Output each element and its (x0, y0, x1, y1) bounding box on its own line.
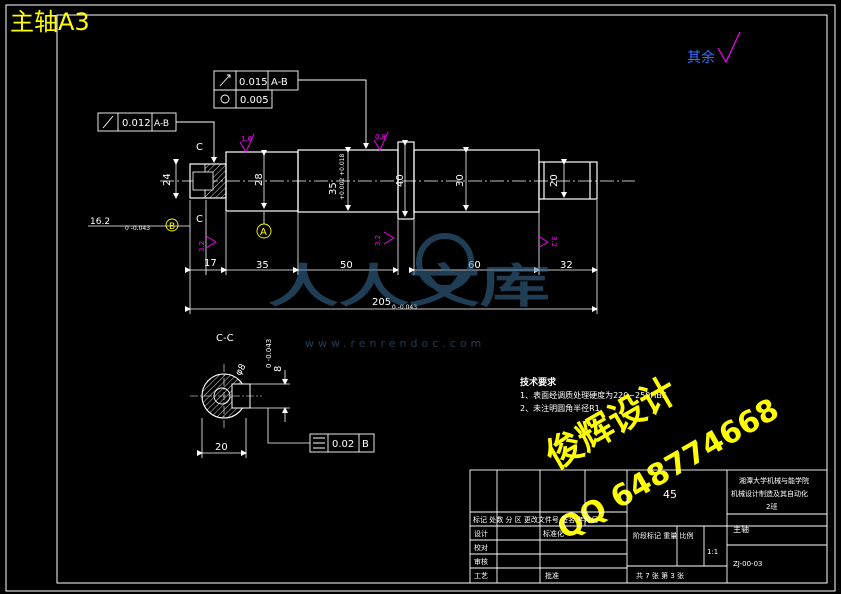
tech-heading: 技术要求 (520, 376, 557, 388)
tb-sheets: 共 7 张 第 3 张 (636, 571, 684, 580)
tb-row-headers: 标记 处数 分 区 更改文件号 签名 年月日 (473, 515, 598, 524)
tol-runout-b-datum: A-B (154, 119, 169, 129)
section-mark-bottom: C (196, 214, 203, 225)
tb-school2: 机械设计制造及其自动化 (731, 489, 808, 498)
tb-standardize: 标准化 (543, 529, 564, 538)
dim-d40: 40 (395, 174, 406, 187)
tol-runout-a-value: 0.015 (239, 77, 268, 88)
tol-cylindricity-value: 0.005 (240, 95, 269, 106)
dim-l17: 17 (204, 258, 217, 269)
dim-d28: 28 (254, 173, 265, 186)
tol-frame-runout-b (97, 112, 217, 163)
dim-d20: 20 (549, 174, 560, 187)
runout-b-icon (102, 115, 114, 129)
dim-l32: 32 (560, 260, 573, 271)
datum-a-circle (256, 223, 272, 239)
datum-b-label: B (169, 222, 175, 232)
dim-d30: 30 (455, 174, 466, 187)
dim-l35: 35 (256, 260, 269, 271)
tb-material: 45 (663, 488, 677, 501)
section-mark-top: C (196, 142, 203, 153)
section-dims (197, 370, 310, 458)
roughness-r4: 3.2 (374, 235, 382, 246)
tol-symmetry-value: 0.02 (332, 439, 354, 450)
dim-d24: 24 (162, 173, 173, 186)
keyway-slot (192, 171, 214, 191)
tb-approve: 批准 (545, 571, 559, 580)
dim-sec-d: 20 (215, 442, 228, 453)
watermark-url: www.renrendoc.com (305, 337, 485, 350)
roughness-r5: 3.2 (550, 236, 558, 247)
outer-frame (5, 4, 836, 592)
inner-frame (56, 14, 828, 584)
tol-frame-symmetry (309, 433, 375, 453)
tb-stage-headers: 阶段标记 重量 比例 (633, 531, 693, 540)
tb-school1: 湘潭大学机械与能学院 (739, 476, 809, 485)
dim-keyway-depth: 16.2 (90, 217, 110, 227)
roughness-r3: 3.2 (198, 241, 206, 252)
symmetry-icon (313, 437, 325, 449)
dim-sec-w-tol: 0 -0.043 (265, 339, 273, 368)
page-title: 主轴A3 (10, 8, 90, 36)
shaft-profile (189, 141, 598, 220)
roughness-check-icon (717, 31, 741, 64)
tb-process: 工艺 (474, 572, 488, 580)
datum-a-label: A (260, 227, 267, 238)
section-view (190, 364, 262, 428)
dim-sec-w: 8 (273, 366, 284, 372)
tol-runout-a-datum: A-B (271, 77, 288, 88)
tol-frame-runout-a (213, 70, 369, 149)
tol-symmetry-datum: B (362, 439, 369, 450)
tb-part-name: 主轴 (733, 524, 749, 534)
title-block (469, 469, 828, 584)
roughness-r2: 0.8 (375, 133, 386, 141)
section-view-label: C-C (216, 333, 234, 344)
dim-l205-tol: 0 -0.043 (392, 304, 417, 311)
tb-scale: 1:1 (707, 548, 718, 556)
dim-d35-tol: +0.002 +0.018 (339, 154, 346, 200)
dim-l205: 205 (372, 297, 391, 308)
dim-sec-phi: φ8 (234, 362, 249, 377)
tech-line2: 2、未注明圆角半径R1 (520, 403, 600, 413)
dim-keyway-depth-tol: 0 -0.043 (125, 225, 150, 232)
dim-l60: 60 (468, 260, 481, 271)
roughness-symbols (205, 131, 549, 249)
tech-line1: 1、表面经调质处理硬度为220~250HBS (520, 390, 667, 400)
tb-designer: 设计 (474, 529, 488, 538)
length-dims (185, 200, 598, 314)
dim-l50: 50 (340, 260, 353, 271)
tb-school3: 2班 (766, 502, 777, 511)
tb-checker: 审核 (474, 557, 488, 566)
tol-runout-b-value: 0.012 (122, 118, 151, 129)
datum-b-circle (165, 218, 179, 232)
cylindricity-icon (220, 94, 230, 104)
watermark-brand: 人人文库 (268, 259, 550, 313)
tb-drawing-no: ZJ-00-03 (733, 560, 762, 568)
roughness-r1: 1.6 (241, 135, 253, 143)
runout-a-icon (219, 74, 231, 87)
dim-d35: 35 (328, 182, 339, 195)
diameter-dims (173, 140, 567, 217)
watermark: 人人文库 www.renrendoc.com (268, 233, 550, 350)
roughness-note: 其余 (687, 49, 715, 66)
tb-proofread: 校对 (474, 543, 488, 552)
